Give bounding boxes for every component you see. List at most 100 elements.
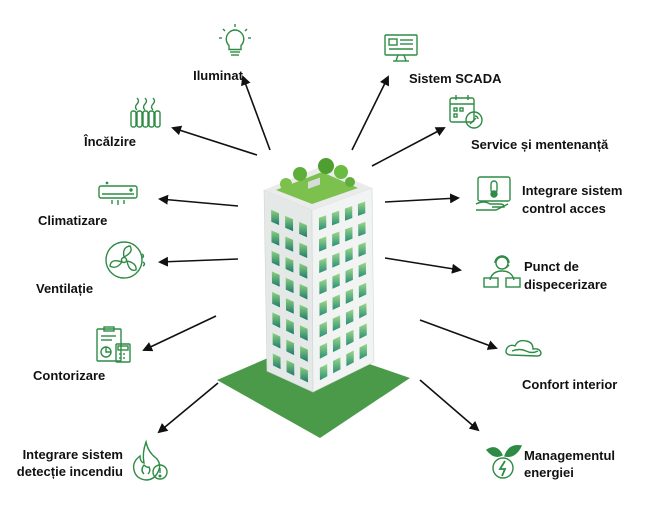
left-window [271,271,280,287]
right-window [333,357,341,374]
right-window [345,267,353,284]
label-energie-1: Managementul [524,448,616,463]
operator-icon [482,254,522,290]
right-window [319,236,327,252]
label-acces-2: control acces [522,201,606,216]
meter-icon [96,326,132,364]
left-window [299,221,307,238]
right-window [319,300,327,316]
left-window [299,304,308,321]
right-window [319,257,327,273]
left-window [286,339,295,356]
leaf-energy-icon [485,442,523,480]
arrows [142,75,498,434]
arrow-scada [351,75,389,151]
fire-alert-icon [132,439,170,482]
arrow-iluminat [241,75,271,151]
right-window [319,364,328,381]
label-incendiu-1: Integrare sistem [22,447,123,462]
left-window [285,236,294,252]
arrow-climatizare [158,194,239,207]
left-window [299,263,308,279]
arrow-ventilatie [158,256,239,267]
right-window [344,206,353,221]
arrow-dispecer [384,257,462,274]
label-confort: Confort interior [522,377,618,392]
left-window [271,209,280,226]
arrow-incalzire [171,125,258,156]
right-window [359,303,367,319]
building-left-windows [271,209,308,383]
left-window [299,325,308,341]
right-window [358,221,366,237]
arrow-energie [419,379,480,432]
right-window [359,343,367,360]
left-window [271,230,280,246]
left-window [286,360,295,376]
left-window [285,215,294,232]
radiator-icon [127,96,163,130]
left-window [299,283,308,300]
left-window [300,366,308,383]
right-window [345,288,354,304]
arrow-service [371,127,446,167]
label-acces-1: Integrare sistem [522,183,623,198]
left-window [272,291,280,308]
right-window [318,215,327,231]
right-window [331,210,340,226]
right-window [357,201,366,216]
label-service: Service și mentenanță [471,137,609,152]
left-window [299,242,308,258]
right-window [359,323,367,339]
hand-thermometer-icon [474,176,514,216]
left-window [272,332,281,349]
arrow-acces [384,193,460,204]
right-window [345,226,353,242]
arrow-incendiu [157,382,219,434]
left-window [272,353,281,370]
right-window [346,350,354,367]
label-contorizare: Contorizare [33,368,106,383]
label-scada: Sistem SCADA [409,71,502,86]
left-window [285,298,294,314]
left-window [300,346,308,362]
right-window [319,342,328,359]
left-window [285,277,294,294]
right-window [332,315,341,331]
air-conditioner-icon [98,181,138,206]
label-incalzire: Încălzire [84,134,137,149]
monitor-icon [384,33,418,65]
right-window [332,252,340,268]
right-window [332,231,340,247]
cloud-icon [504,337,544,359]
left-window [285,257,294,273]
right-window [319,321,327,338]
calendar-wrench-icon [448,94,484,130]
right-window [332,336,341,353]
left-window [286,318,294,335]
right-window [332,294,340,310]
roof-trees [280,158,355,190]
arrow-confort [419,319,498,350]
right-window [346,329,354,346]
roof-garden [276,172,358,204]
fan-icon [104,240,146,280]
right-window [358,242,366,257]
label-ventilatie: Ventilație [36,281,94,296]
label-iluminat: Iluminat [193,68,243,83]
label-climatizare: Climatizare [38,213,108,228]
left-window [272,312,281,328]
right-window [358,262,367,278]
label-dispecer-2: dispecerizare [524,277,608,292]
right-window [345,309,354,325]
left-window [271,250,280,267]
right-window [319,278,327,295]
label-dispecer-1: Punct de [524,259,579,274]
right-window [358,282,367,298]
label-incendiu-2: detecție incendiu [16,464,123,479]
lightbulb-icon [218,24,252,60]
right-window [332,273,340,289]
right-window [345,247,353,263]
